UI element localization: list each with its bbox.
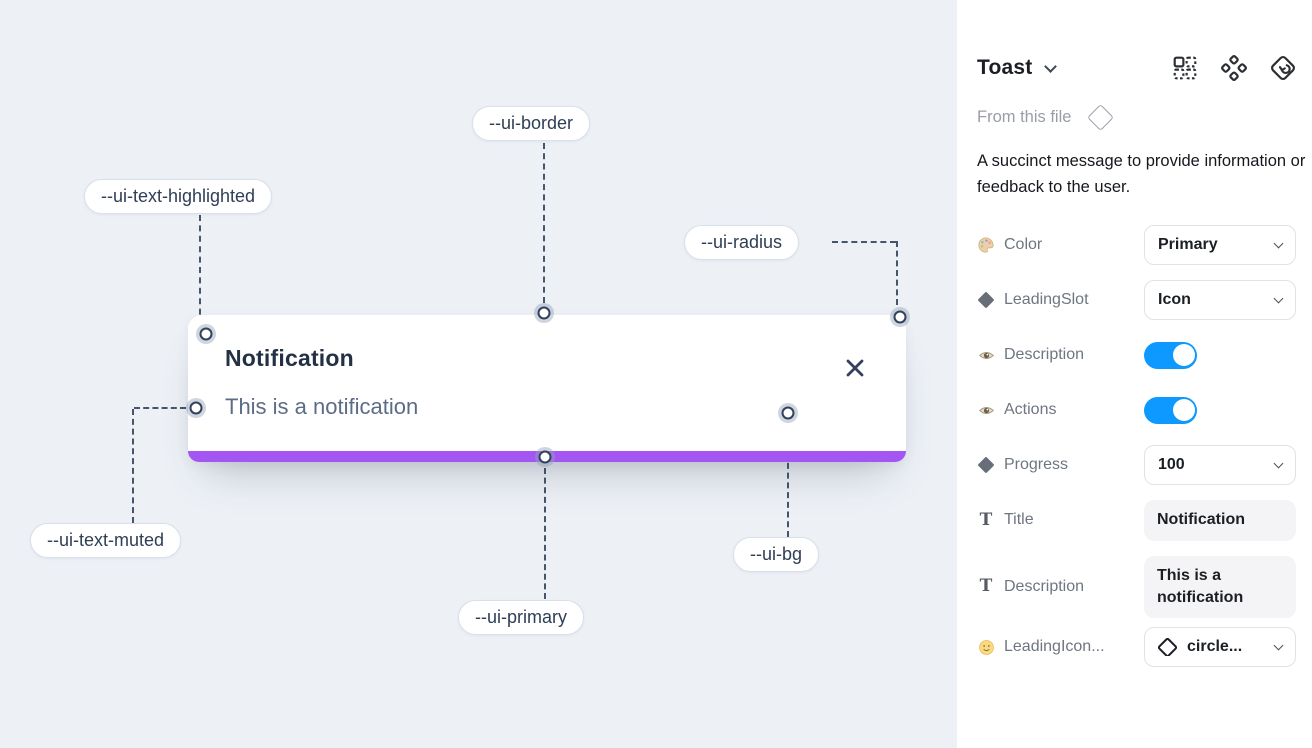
anchor-ui-text-muted[interactable] xyxy=(189,401,203,415)
chevron-down-icon xyxy=(1273,640,1284,651)
leadingslot-dropdown[interactable]: Icon xyxy=(1144,280,1296,321)
chevron-down-icon xyxy=(1273,238,1284,249)
prop-label-description-text: Description xyxy=(1004,577,1085,595)
text-icon: T xyxy=(979,511,993,530)
toast-title: Notification xyxy=(225,345,354,371)
chevron-down-icon xyxy=(1273,293,1284,304)
eye-icon xyxy=(977,346,995,364)
prop-row-actions-toggle: Actions xyxy=(977,390,1296,430)
prop-row-progress: Progress 100 xyxy=(977,445,1296,486)
connector-ui-radius-h xyxy=(832,241,896,243)
prop-row-title: T Title Notification xyxy=(977,500,1296,541)
toast-component[interactable]: Notification This is a notification xyxy=(188,315,906,462)
eye-icon xyxy=(977,401,995,419)
progress-dropdown[interactable]: 100 xyxy=(1144,445,1296,486)
anchor-ui-primary[interactable] xyxy=(538,450,552,464)
color-value: Primary xyxy=(1158,236,1218,254)
connector-ui-border xyxy=(543,143,545,303)
color-dropdown[interactable]: Primary xyxy=(1144,225,1296,266)
progress-value: 100 xyxy=(1158,456,1185,474)
file-diamond-icon xyxy=(1087,104,1115,131)
instance-back-icon[interactable] xyxy=(1270,55,1296,81)
description-input[interactable]: This is a notification xyxy=(1144,555,1296,619)
callout-ui-primary[interactable]: --ui-primary xyxy=(458,600,584,635)
anchor-ui-bg[interactable] xyxy=(781,406,795,420)
source-label: From this file xyxy=(977,108,1072,126)
anchor-ui-text-highlighted[interactable] xyxy=(199,327,213,341)
text-icon: T xyxy=(979,577,993,596)
leadingicon-dropdown[interactable]: circle... xyxy=(1144,627,1296,668)
prop-label-actions: Actions xyxy=(1004,401,1057,419)
leadingslot-value: Icon xyxy=(1158,291,1191,309)
callout-ui-radius[interactable]: --ui-radius xyxy=(684,225,800,260)
diamond-icon xyxy=(977,456,995,474)
callout-ui-text-muted[interactable]: --ui-text-muted xyxy=(30,523,182,558)
anchor-ui-border[interactable] xyxy=(537,306,551,320)
connector-ui-bg xyxy=(787,424,789,537)
components-icon[interactable] xyxy=(1221,55,1247,81)
callout-ui-bg[interactable]: --ui-bg xyxy=(733,537,820,572)
prop-label-color: Color xyxy=(1004,236,1043,254)
prop-label-leadingslot: LeadingSlot xyxy=(1004,291,1089,309)
smiley-icon xyxy=(977,638,995,656)
anchor-ui-radius[interactable] xyxy=(893,310,907,324)
prop-row-leadingicon: LeadingIcon... circle... xyxy=(977,627,1296,668)
prop-label-leadingicon: LeadingIcon... xyxy=(1004,638,1105,656)
header-icons xyxy=(1172,55,1296,81)
swap-grid-icon[interactable] xyxy=(1172,55,1198,81)
toast-description: This is a notification xyxy=(225,394,419,419)
properties-list: Color Primary LeadingSlot Icon xyxy=(977,225,1296,668)
connector-ui-text-highlighted xyxy=(199,215,201,325)
leadingicon-value: circle... xyxy=(1187,638,1243,656)
prop-row-description-toggle: Description xyxy=(977,335,1296,375)
prop-label-description: Description xyxy=(1004,346,1085,364)
prop-label-progress: Progress xyxy=(1004,456,1069,474)
chevron-down-icon[interactable] xyxy=(1044,59,1058,73)
connector-ui-text-muted-v xyxy=(132,409,134,523)
actions-toggle[interactable] xyxy=(1144,396,1197,424)
callout-ui-text-highlighted[interactable]: --ui-text-highlighted xyxy=(84,179,273,214)
component-title[interactable]: Toast xyxy=(977,56,1033,79)
diamond-outline-icon xyxy=(1158,638,1179,657)
prop-row-description-text: T Description This is a notification xyxy=(977,555,1296,619)
component-description: A succinct message to provide informatio… xyxy=(977,152,1306,197)
connector-ui-radius-v xyxy=(896,241,898,305)
properties-panel: Toast From this file A xyxy=(956,0,1312,748)
prop-label-title: Title xyxy=(1004,511,1034,529)
connector-ui-text-muted-h xyxy=(134,407,186,409)
palette-icon xyxy=(977,236,995,254)
chevron-down-icon xyxy=(1273,458,1284,469)
description-toggle[interactable] xyxy=(1144,341,1197,369)
canvas: Notification This is a notification --ui… xyxy=(0,0,956,748)
panel-header: Toast xyxy=(977,55,1296,81)
source-row: From this file xyxy=(977,104,1296,131)
diamond-icon xyxy=(977,291,995,309)
callout-ui-border[interactable]: --ui-border xyxy=(472,106,591,141)
prop-row-color: Color Primary xyxy=(977,225,1296,266)
prop-row-leadingslot: LeadingSlot Icon xyxy=(977,280,1296,321)
title-input[interactable]: Notification xyxy=(1144,500,1296,541)
x-close-icon[interactable] xyxy=(844,357,866,379)
connector-ui-primary xyxy=(544,468,546,599)
